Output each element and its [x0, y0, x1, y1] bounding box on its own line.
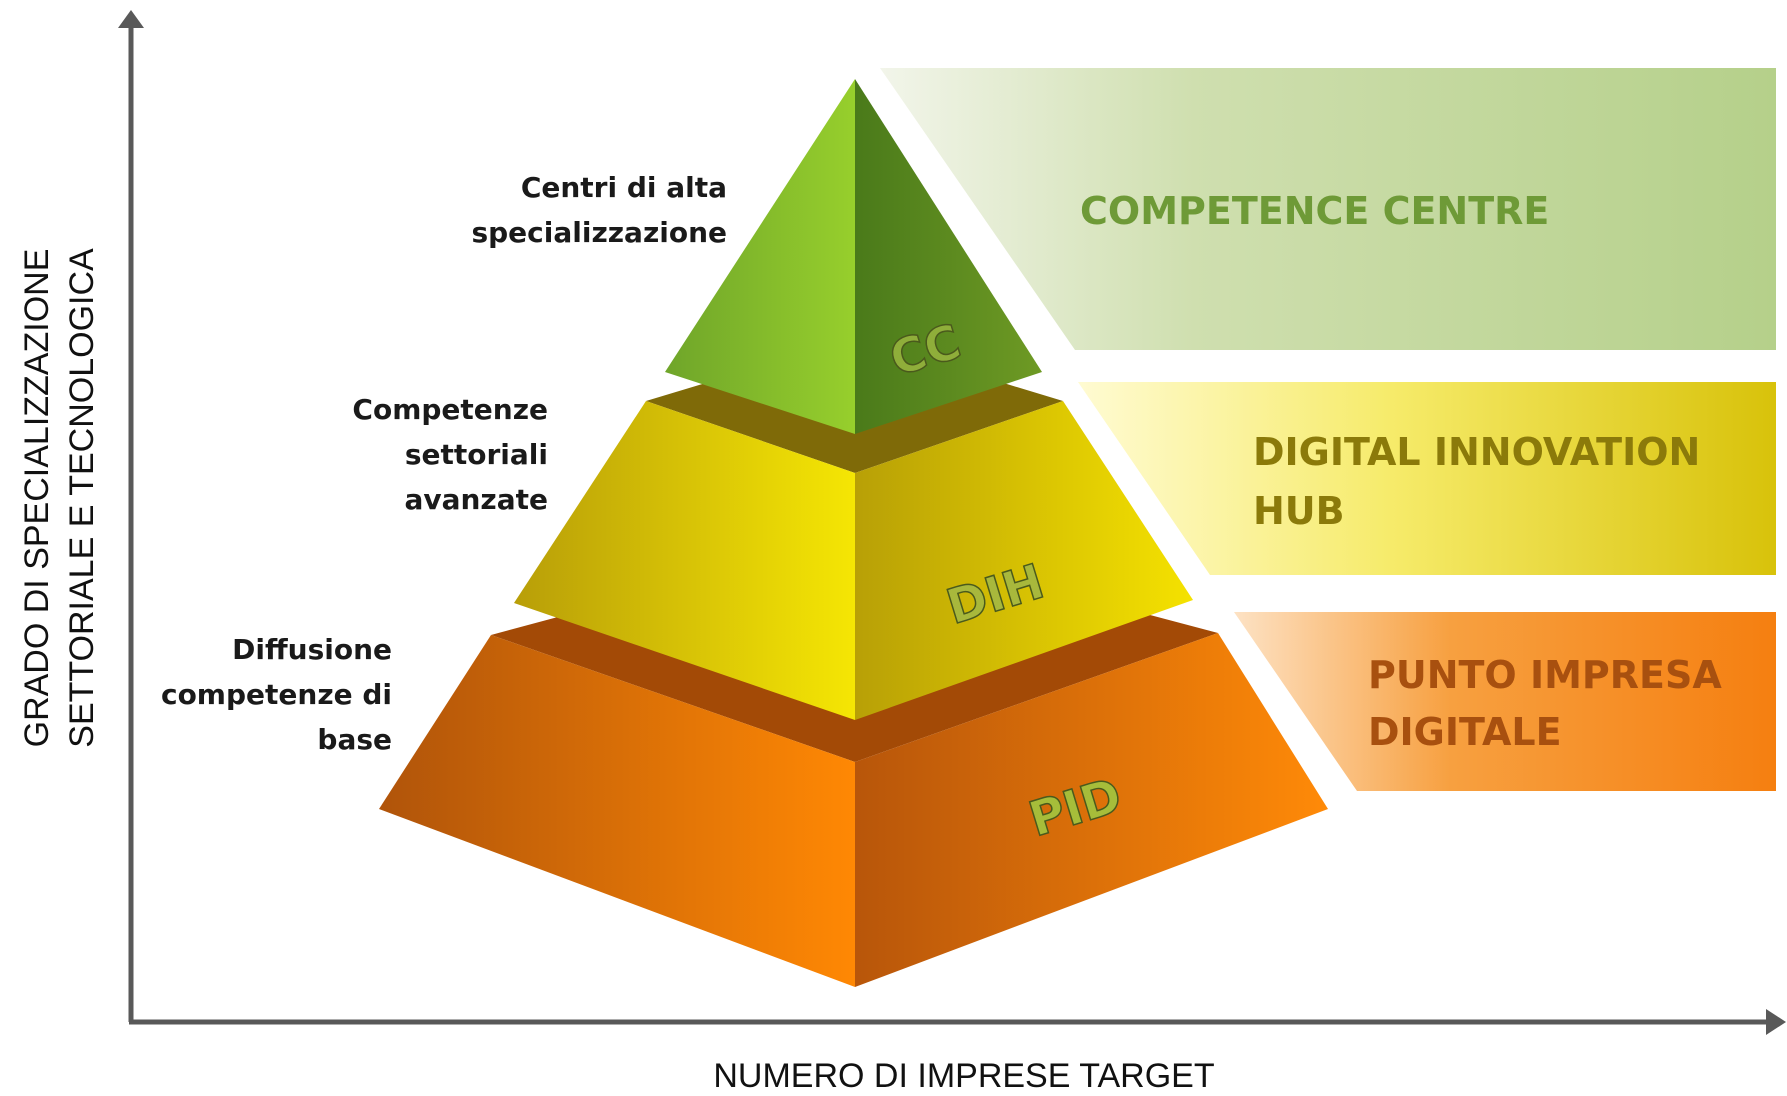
- band-label-line: COMPETENCE CENTRE: [1080, 189, 1549, 233]
- description-line: Centri di alta: [521, 171, 727, 204]
- description-dih: Competenze settoriali avanzate: [352, 393, 548, 516]
- tier-right-face: [855, 633, 1328, 987]
- description-line: settoriali: [405, 438, 548, 471]
- description-line: competenze di: [161, 678, 392, 711]
- description-cc: Centri di alta specializzazione: [471, 171, 727, 249]
- band-label-line: DIGITALE: [1368, 710, 1562, 754]
- tier-right-face: [855, 401, 1193, 720]
- y-axis-arrow-icon: [118, 10, 144, 28]
- band-label-line: HUB: [1253, 489, 1345, 533]
- tier-left-face: [665, 79, 855, 434]
- description-line: Diffusione: [232, 633, 392, 666]
- description-line: avanzate: [404, 483, 548, 516]
- pyramid-tier-cc: CC: [665, 79, 1042, 434]
- tier-left-face: [514, 401, 855, 720]
- tier-right-face: [855, 79, 1042, 434]
- axes: [118, 10, 1786, 1035]
- description-pid: Diffusione competenze di base: [161, 633, 392, 756]
- band-digital-innovation-hub: DIGITAL INNOVATION HUB: [1078, 382, 1776, 575]
- band-competence-centre: COMPETENCE CENTRE: [880, 68, 1776, 350]
- description-line: Competenze: [352, 393, 548, 426]
- band-punto-impresa-digitale: PUNTO IMPRESA DIGITALE: [1234, 612, 1776, 791]
- description-line: specializzazione: [471, 216, 727, 249]
- x-axis-arrow-icon: [1766, 1009, 1786, 1035]
- band-label-line: PUNTO IMPRESA: [1368, 653, 1722, 697]
- band-label-line: DIGITAL INNOVATION: [1253, 430, 1700, 474]
- x-axis-label: NUMERO DI IMPRESE TARGET: [713, 1057, 1214, 1095]
- y-axis-label: GRADO DI SPECIALIZZAZIONE SETTORIALE E T…: [18, 248, 101, 748]
- tier-left-face: [379, 635, 855, 987]
- y-axis-label-line-2: SETTORIALE E TECNOLOGICA: [63, 248, 101, 748]
- y-axis-label-line-1: GRADO DI SPECIALIZZAZIONE: [18, 249, 56, 748]
- description-line: base: [317, 723, 392, 756]
